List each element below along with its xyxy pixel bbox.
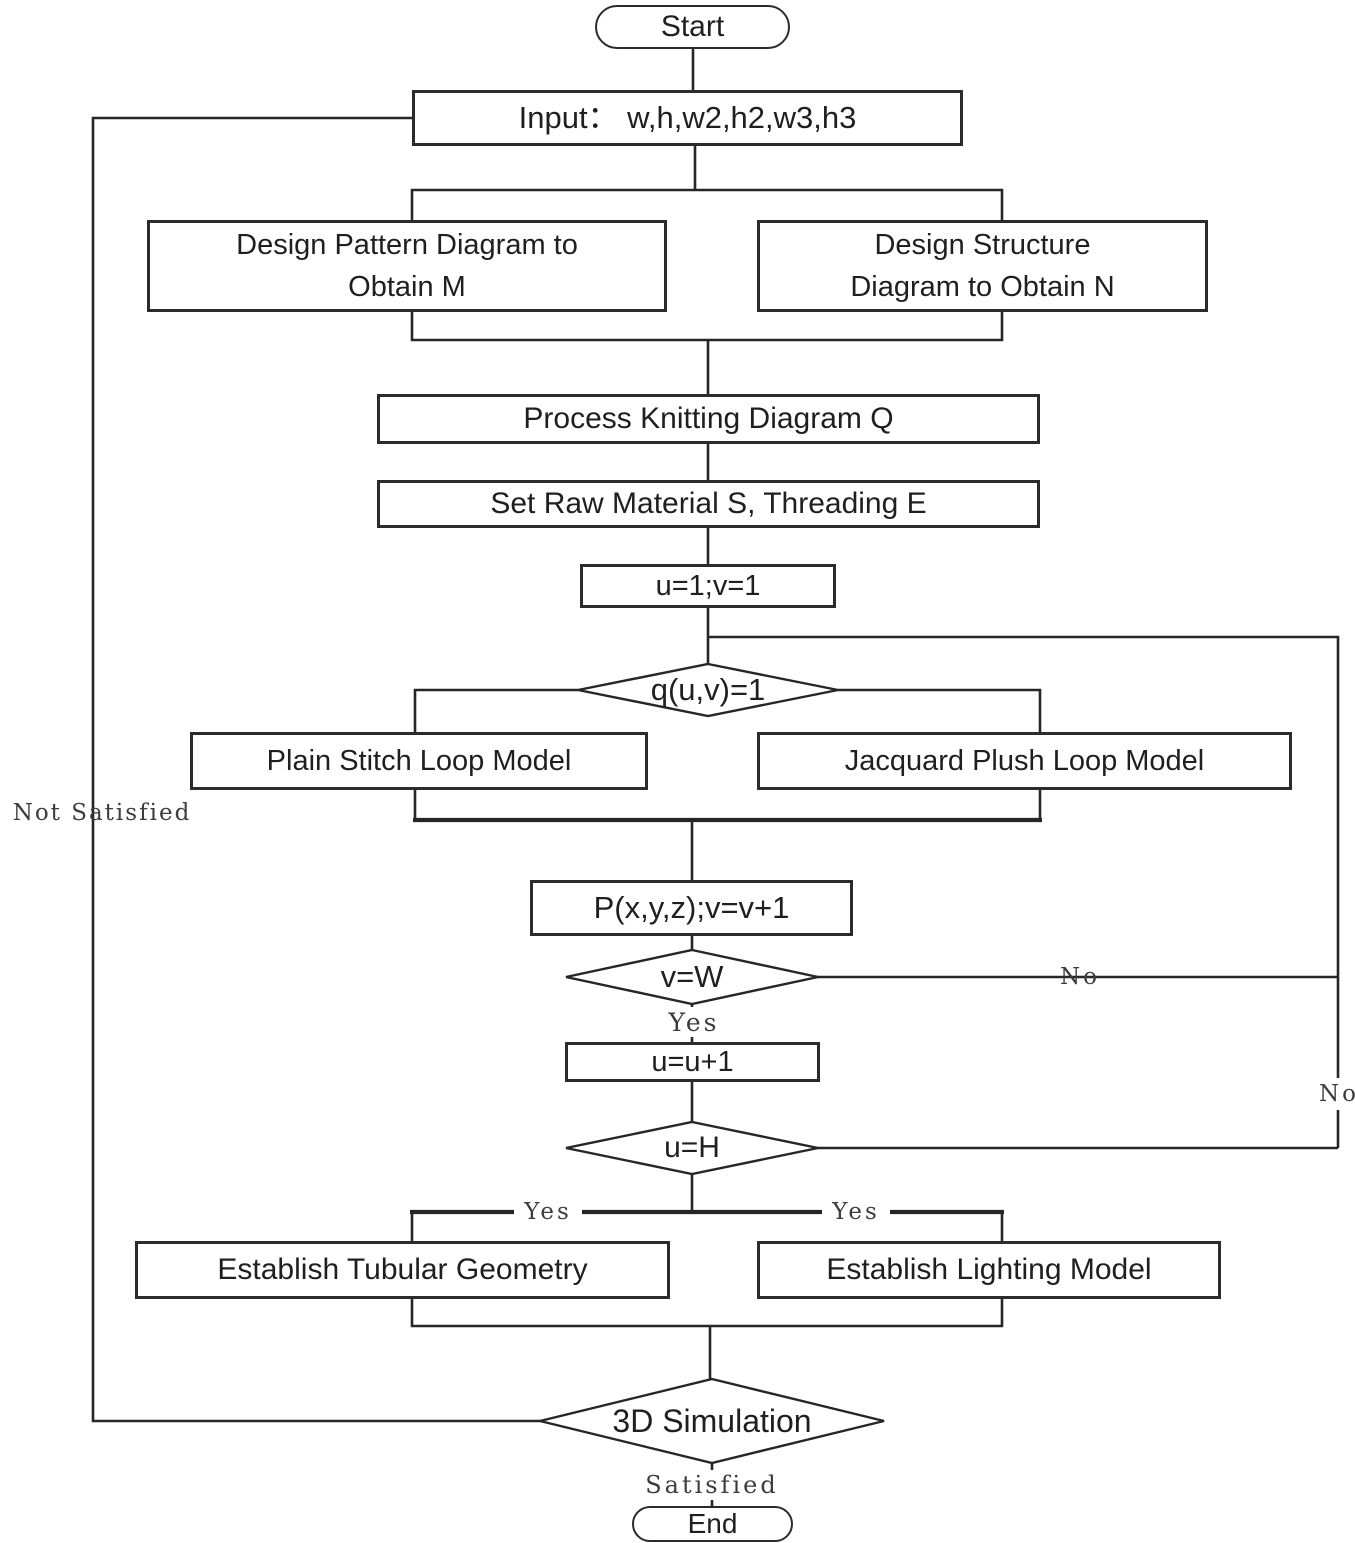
node-start: Start xyxy=(595,5,790,49)
compute-point-label: P(x,y,z);v=v+1 xyxy=(593,889,790,925)
edge-q-right-branch xyxy=(838,688,1042,734)
diamond-u-check xyxy=(565,1120,819,1176)
edge-establish-join xyxy=(410,1297,1004,1328)
design-structure-label: Design Structure Diagram to Obtain N xyxy=(850,228,1115,303)
init-counters-label: u=1;v=1 xyxy=(655,569,761,602)
node-init-counters: u=1;v=1 xyxy=(580,564,836,608)
satisfied-label: Satisfied xyxy=(642,1470,782,1500)
u-no-label: No xyxy=(1312,1078,1355,1110)
establish-lighting-label: Establish Lighting Model xyxy=(826,1253,1152,1287)
design-pattern-label: Design Pattern Diagram to Obtain M xyxy=(236,228,578,303)
v-yes-label: Yes xyxy=(654,1007,734,1037)
jacquard-plush-label: Jacquard Plush Loop Model xyxy=(844,744,1205,777)
end-label: End xyxy=(687,1507,738,1539)
node-establish-tubular: Establish Tubular Geometry xyxy=(135,1241,670,1299)
node-design-structure: Design Structure Diagram to Obtain N xyxy=(757,220,1208,312)
q-check-label: q(u,v)=1 xyxy=(650,672,766,707)
set-raw-material-label: Set Raw Material S, Threading E xyxy=(490,487,927,521)
node-compute-point: P(x,y,z);v=v+1 xyxy=(530,880,853,936)
decision-shapes xyxy=(539,662,885,1465)
plain-stitch-label: Plain Stitch Loop Model xyxy=(266,744,572,777)
node-jacquard-plush: Jacquard Plush Loop Model xyxy=(757,732,1292,790)
start-label: Start xyxy=(660,10,725,44)
not-satisfied-label: Not Satisfied xyxy=(12,800,192,826)
diamond-q-check xyxy=(577,662,839,718)
node-set-raw-material: Set Raw Material S, Threading E xyxy=(377,480,1040,528)
connectors xyxy=(91,47,1340,1508)
v-no-label: No xyxy=(1060,964,1100,990)
input-label: Input： w,h,w2,h2,w3,h3 xyxy=(518,99,857,135)
edge-not-satisfied-loop xyxy=(91,116,542,1423)
u-yes-left-label: Yes xyxy=(514,1197,582,1227)
establish-tubular-label: Establish Tubular Geometry xyxy=(217,1253,588,1287)
node-input: Input： w,h,w2,h2,w3,h3 xyxy=(412,90,963,146)
diamond-simulation xyxy=(539,1377,885,1465)
node-plain-stitch: Plain Stitch Loop Model xyxy=(190,732,648,790)
node-design-pattern: Design Pattern Diagram to Obtain M xyxy=(147,220,667,312)
u-increment-label: u=u+1 xyxy=(651,1045,734,1078)
edge-join-design xyxy=(410,310,1004,342)
simulation-check-label: 3D Simulation xyxy=(612,1402,812,1439)
edge-q-left-branch xyxy=(413,688,578,734)
edge-split-design xyxy=(410,188,1004,222)
process-knitting-label: Process Knitting Diagram Q xyxy=(523,402,894,436)
diamond-v-check xyxy=(565,948,819,1006)
node-process-knitting: Process Knitting Diagram Q xyxy=(377,394,1040,444)
node-establish-lighting: Establish Lighting Model xyxy=(757,1241,1221,1299)
v-check-label: v=W xyxy=(660,959,724,994)
u-yes-right-label: Yes xyxy=(822,1197,890,1227)
node-end: End xyxy=(632,1506,793,1542)
u-check-label: u=H xyxy=(664,1131,720,1164)
node-u-increment: u=u+1 xyxy=(565,1042,820,1082)
